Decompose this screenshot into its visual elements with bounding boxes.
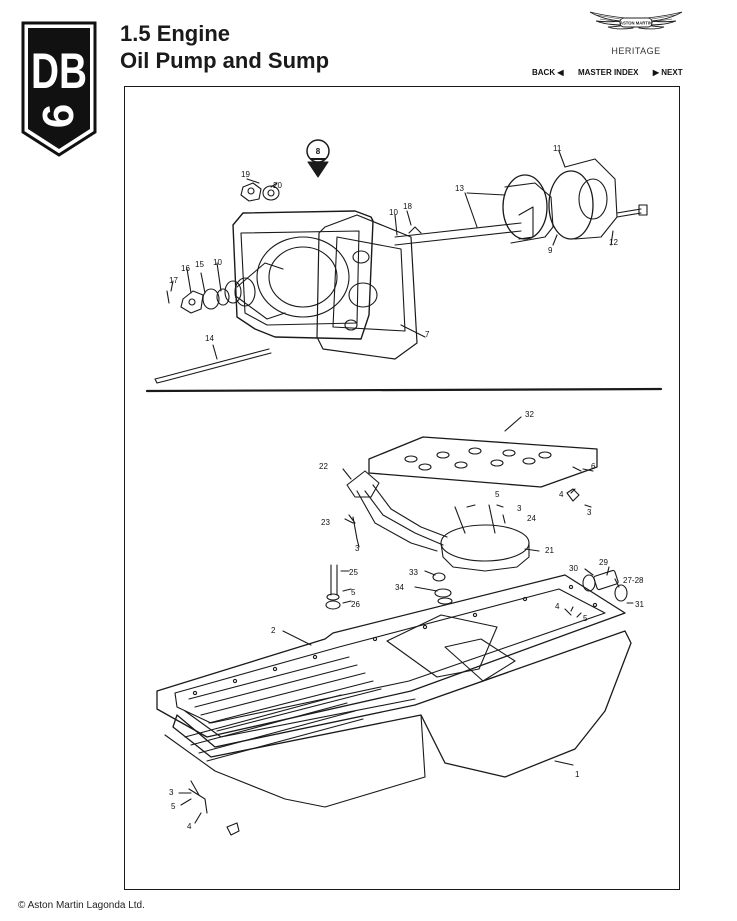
callout: 22	[319, 462, 328, 471]
callout: 5	[583, 614, 588, 623]
callout: 11	[553, 144, 562, 153]
callout: 34	[395, 583, 404, 592]
callout: 3	[169, 788, 174, 797]
callout: 24	[527, 514, 536, 523]
callout: 27-28	[623, 576, 644, 585]
callout: 19	[241, 170, 250, 179]
copyright-footer: © Aston Martin Lagonda Ltd.	[18, 900, 145, 911]
callout: 18	[403, 202, 412, 211]
diagram-frame: 8 19 20 18 10 11 13 9 12 16 17 15 10 14 …	[124, 86, 680, 890]
callout: 5	[495, 490, 500, 499]
next-link[interactable]: ▶ NEXT	[652, 68, 683, 77]
callout: 5	[351, 588, 356, 597]
callout: 7	[425, 330, 430, 339]
badge-text: ASTON MARTIN	[620, 21, 652, 26]
callout: 23	[321, 518, 330, 527]
callout: 25	[349, 568, 358, 577]
callout: 16	[181, 264, 190, 273]
callout: 15	[195, 260, 204, 269]
callout: 12	[609, 238, 618, 247]
page-title: Oil Pump and Sump	[120, 48, 330, 73]
db6-logo: DB 6	[21, 21, 97, 157]
callout: 14	[205, 334, 214, 343]
view-arrow-icon	[306, 139, 330, 178]
sump-assembly	[156, 416, 634, 836]
callout: 21	[545, 546, 554, 555]
exploded-view-diagram: 8 19 20 18 10 11 13 9 12 16 17 15 10 14 …	[145, 139, 663, 836]
callout: 8	[316, 147, 321, 156]
title-block: 1.5 Engine Oil Pump and Sump	[120, 20, 329, 74]
logo-6-text: 6	[34, 104, 83, 128]
callout: 10	[389, 208, 398, 217]
callout: 13	[455, 184, 464, 193]
callout: 33	[409, 568, 418, 577]
callout: 32	[525, 410, 534, 419]
callout: 31	[635, 600, 644, 609]
callout: 4	[187, 822, 192, 831]
callout: 4	[555, 602, 560, 611]
logo-db-text: DB	[31, 43, 87, 99]
callout: 17	[169, 276, 178, 285]
callout: 10	[213, 258, 222, 267]
callout: 3	[517, 504, 522, 513]
callout: 2	[271, 626, 276, 635]
callout: 1	[575, 770, 580, 779]
heritage-label: HERITAGE	[611, 46, 661, 56]
oil-pump-assembly	[154, 139, 648, 384]
callout: 30	[569, 564, 578, 573]
brand-block: ASTON MARTIN HERITAGE	[584, 10, 688, 56]
callout-labels: 8 19 20 18 10 11 13 9 12 16 17 15 10 14 …	[169, 144, 644, 831]
callout: 4	[559, 490, 564, 499]
callout: 9	[548, 246, 553, 255]
callout: 5	[171, 802, 176, 811]
callout: 20	[273, 181, 282, 190]
callout: 26	[351, 600, 360, 609]
aston-martin-wings-icon: ASTON MARTIN	[589, 11, 683, 30]
back-link[interactable]: BACK ◀	[532, 68, 564, 77]
page-navigation: BACK ◀ MASTER INDEX ▶ NEXT	[532, 68, 683, 77]
section-title: 1.5 Engine	[120, 21, 231, 46]
callout: 3	[587, 508, 592, 517]
callout: 6	[591, 462, 596, 471]
section-separator	[145, 387, 663, 393]
callout: 29	[599, 558, 608, 567]
master-index-link[interactable]: MASTER INDEX	[577, 68, 639, 77]
callout: 3	[355, 544, 360, 553]
